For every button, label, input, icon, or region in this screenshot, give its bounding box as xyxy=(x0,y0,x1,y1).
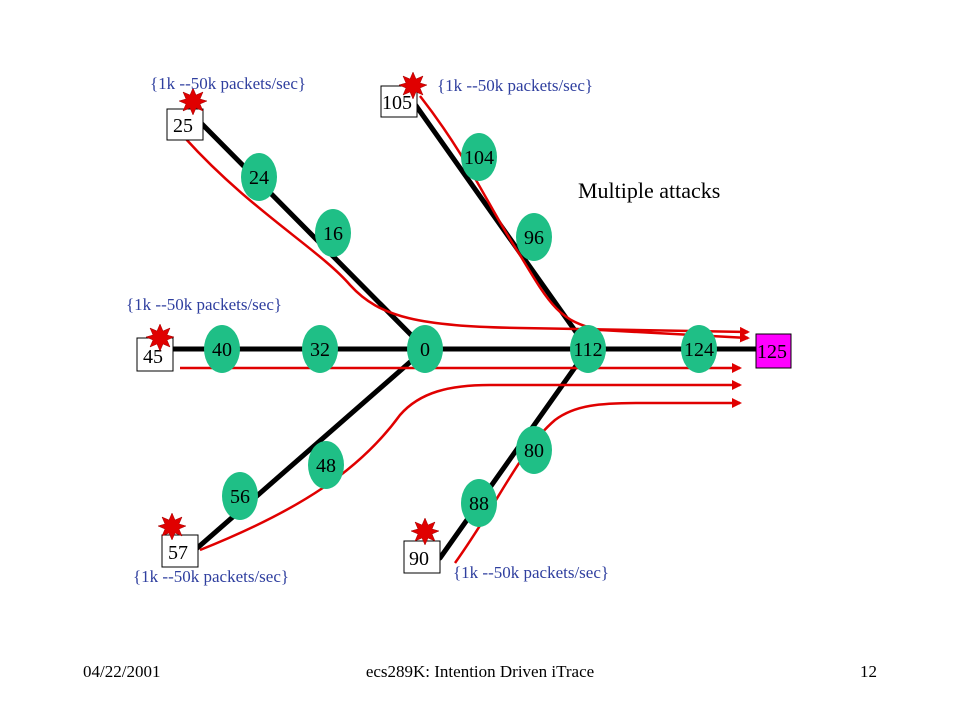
router-node-104: 104 xyxy=(461,133,497,181)
router-node-32: 32 xyxy=(302,325,338,373)
router-node-96: 96 xyxy=(516,213,552,261)
rate-label-57: {1k --50k packets/sec} xyxy=(133,567,289,586)
svg-text:57: 57 xyxy=(168,542,188,564)
link-0-57 xyxy=(192,346,428,553)
source-hosts: 25 105 45 57 90 xyxy=(136,85,441,574)
attack-path-57 xyxy=(199,380,742,552)
host-node-57: 57 xyxy=(161,534,199,568)
svg-text:96: 96 xyxy=(524,227,544,249)
svg-text:24: 24 xyxy=(249,167,269,189)
svg-text:112: 112 xyxy=(573,339,602,361)
explosion-icon xyxy=(398,71,428,100)
svg-text:32: 32 xyxy=(310,339,330,361)
rate-labels: {1k --50k packets/sec} {1k --50k packets… xyxy=(126,74,609,586)
host-node-25: 25 xyxy=(166,108,204,141)
router-node-112: 112 xyxy=(570,325,606,373)
diagram-title: Multiple attacks xyxy=(578,178,720,203)
router-node-24: 24 xyxy=(241,153,277,201)
router-node-40: 40 xyxy=(204,325,240,373)
host-node-105: 105 xyxy=(380,85,418,118)
router-nodes: 24 16 104 96 40 32 0 112 xyxy=(204,133,717,527)
svg-text:105: 105 xyxy=(382,92,412,114)
svg-text:40: 40 xyxy=(212,339,232,361)
link-112-90 xyxy=(437,346,591,561)
attack-path-105 xyxy=(419,95,750,343)
footer-page-number: 12 xyxy=(860,662,877,681)
svg-text:125: 125 xyxy=(757,341,787,363)
target-node-125: 125 xyxy=(755,333,792,369)
svg-text:45: 45 xyxy=(143,346,163,368)
attack-path-25 xyxy=(184,137,750,337)
explosion-icon xyxy=(145,323,175,352)
router-node-16: 16 xyxy=(315,209,351,257)
explosion-icon xyxy=(410,517,440,546)
rate-label-90: {1k --50k packets/sec} xyxy=(453,563,609,582)
svg-text:104: 104 xyxy=(464,147,494,169)
router-node-80: 80 xyxy=(516,426,552,474)
footer-date: 04/22/2001 xyxy=(83,662,161,681)
footer-title: ecs289K: Intention Driven iTrace xyxy=(365,662,595,681)
attack-paths xyxy=(180,95,750,564)
svg-text:48: 48 xyxy=(316,455,336,477)
svg-text:0: 0 xyxy=(420,339,430,361)
svg-text:56: 56 xyxy=(230,486,250,508)
svg-text:16: 16 xyxy=(323,223,343,245)
rate-label-45: {1k --50k packets/sec} xyxy=(126,295,282,314)
rate-label-25: {1k --50k packets/sec} xyxy=(150,74,306,93)
router-node-124: 124 xyxy=(681,325,717,373)
router-node-88: 88 xyxy=(461,479,497,527)
svg-text:88: 88 xyxy=(469,493,489,515)
svg-text:90: 90 xyxy=(409,548,429,570)
router-node-0: 0 xyxy=(407,325,443,373)
router-node-48: 48 xyxy=(308,441,344,489)
svg-text:80: 80 xyxy=(524,440,544,462)
explosion-icon xyxy=(178,87,208,116)
svg-text:25: 25 xyxy=(173,115,193,137)
link-25-0 xyxy=(197,119,428,352)
host-node-90: 90 xyxy=(403,540,441,574)
attack-bursts xyxy=(145,71,440,546)
rate-label-105: {1k --50k packets/sec} xyxy=(437,76,593,95)
attack-path-90 xyxy=(453,398,742,564)
explosion-icon xyxy=(157,512,187,541)
svg-text:124: 124 xyxy=(684,339,714,361)
router-node-56: 56 xyxy=(222,472,258,520)
